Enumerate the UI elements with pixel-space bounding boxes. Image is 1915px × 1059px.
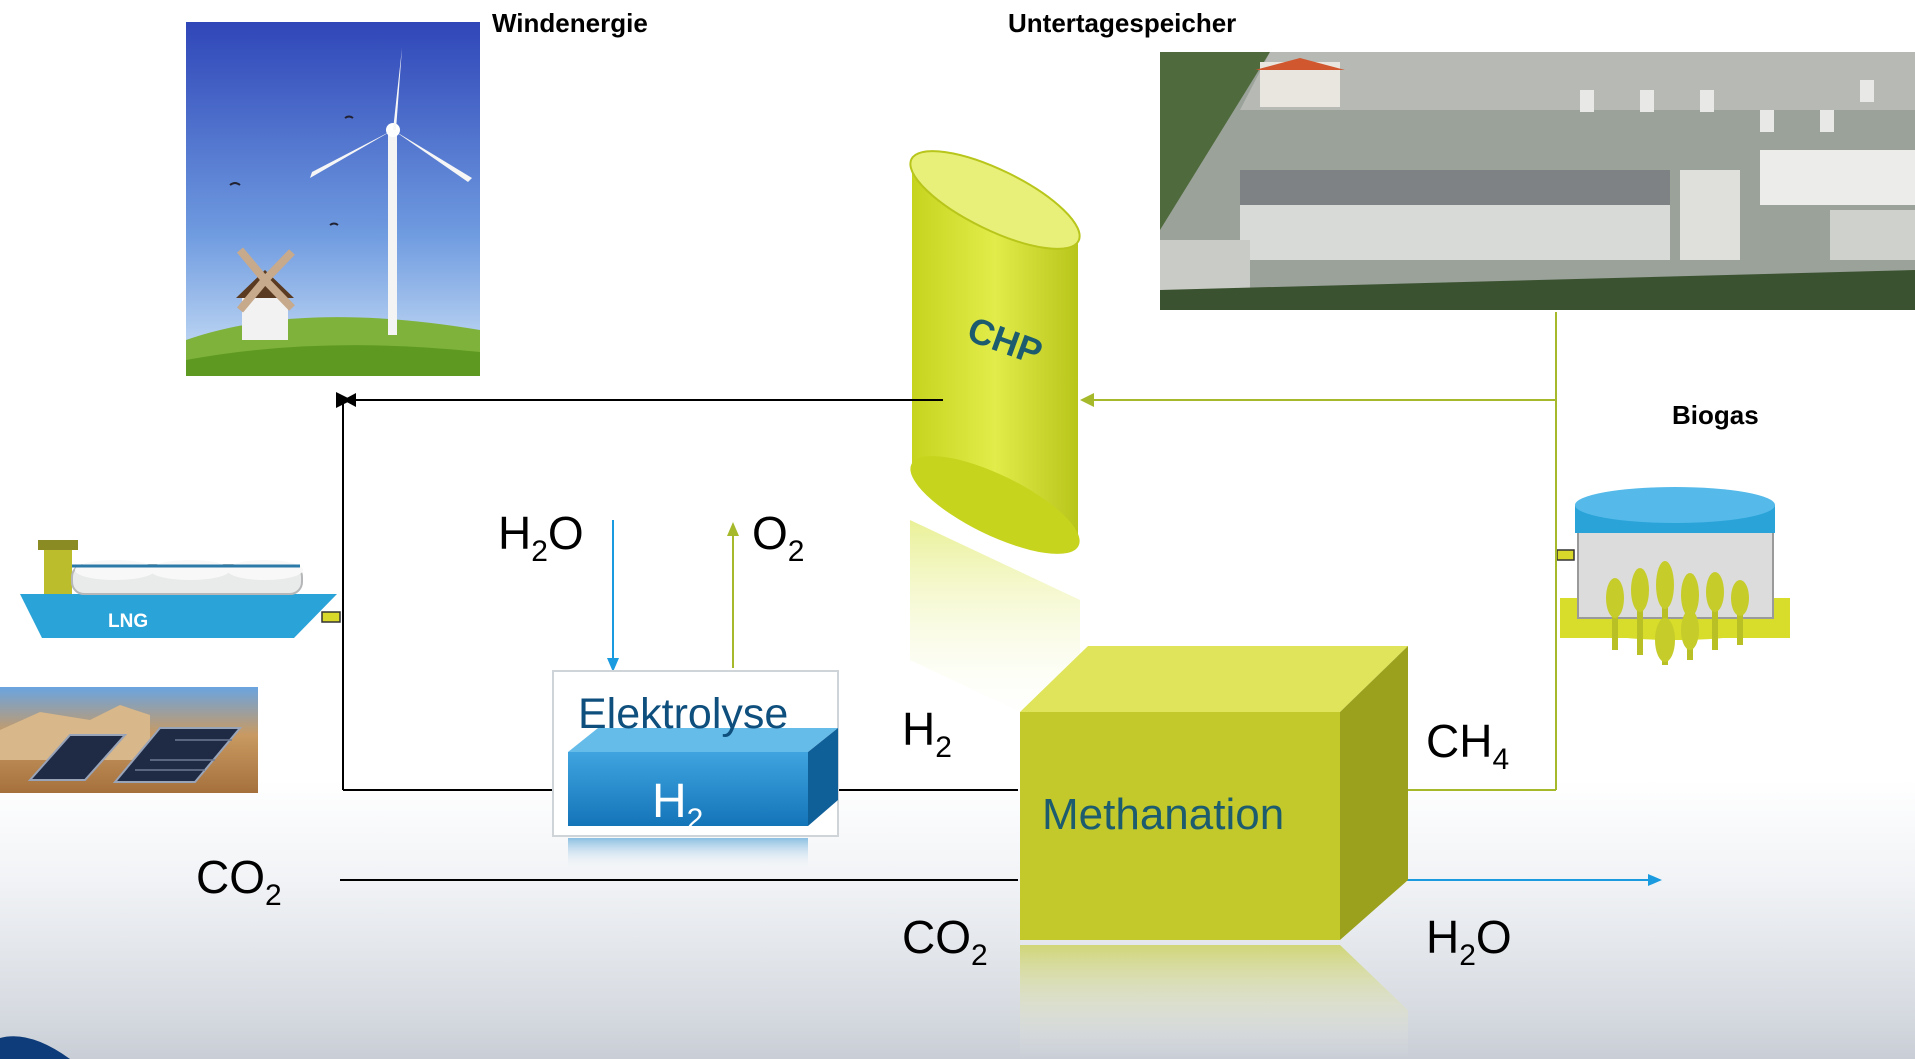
co2-left-label: CO2 [196, 851, 282, 912]
ch4-label: CH4 [1426, 715, 1510, 776]
arrow-h2o-out [1648, 874, 1662, 886]
lng-ship-icon: LNG [20, 540, 341, 638]
arrow-h2o-in [607, 658, 619, 672]
h2-flow-label: H2 [902, 703, 952, 764]
untertagespeicher-label: Untertagespeicher [1008, 8, 1237, 38]
lng-label: LNG [108, 611, 148, 632]
water-arrows [612, 520, 1648, 881]
h2o-input-label: H2O [498, 507, 584, 568]
electricity-lines [336, 392, 1018, 881]
gas-storage-photo [1160, 52, 1915, 310]
wind-turbine-image [186, 22, 480, 376]
methanation-cube [1020, 646, 1408, 1059]
co2-bottom-label: CO2 [902, 911, 988, 972]
biogas-label: Biogas [1672, 400, 1759, 430]
logo-fragment-icon [0, 1036, 70, 1059]
elektrolyse-label: Elektrolyse [578, 690, 789, 738]
solar-panel-image [0, 687, 258, 793]
windenergie-label: Windenergie [492, 8, 648, 38]
arrow-to-chp [1080, 393, 1094, 407]
h2-box-label: H2 [652, 775, 704, 836]
methane-lines [732, 312, 1557, 791]
o2-output-label: O2 [752, 507, 805, 568]
arrow-o2 [727, 522, 739, 536]
h2o-output-label: H2O [1426, 911, 1512, 972]
biogas-digester-icon [1556, 487, 1790, 665]
elektrolyse-box [552, 670, 839, 870]
methanation-label: Methanation [1042, 790, 1285, 839]
chp-cylinder: CHP [909, 150, 1081, 740]
arrow-to-wind [343, 393, 356, 407]
